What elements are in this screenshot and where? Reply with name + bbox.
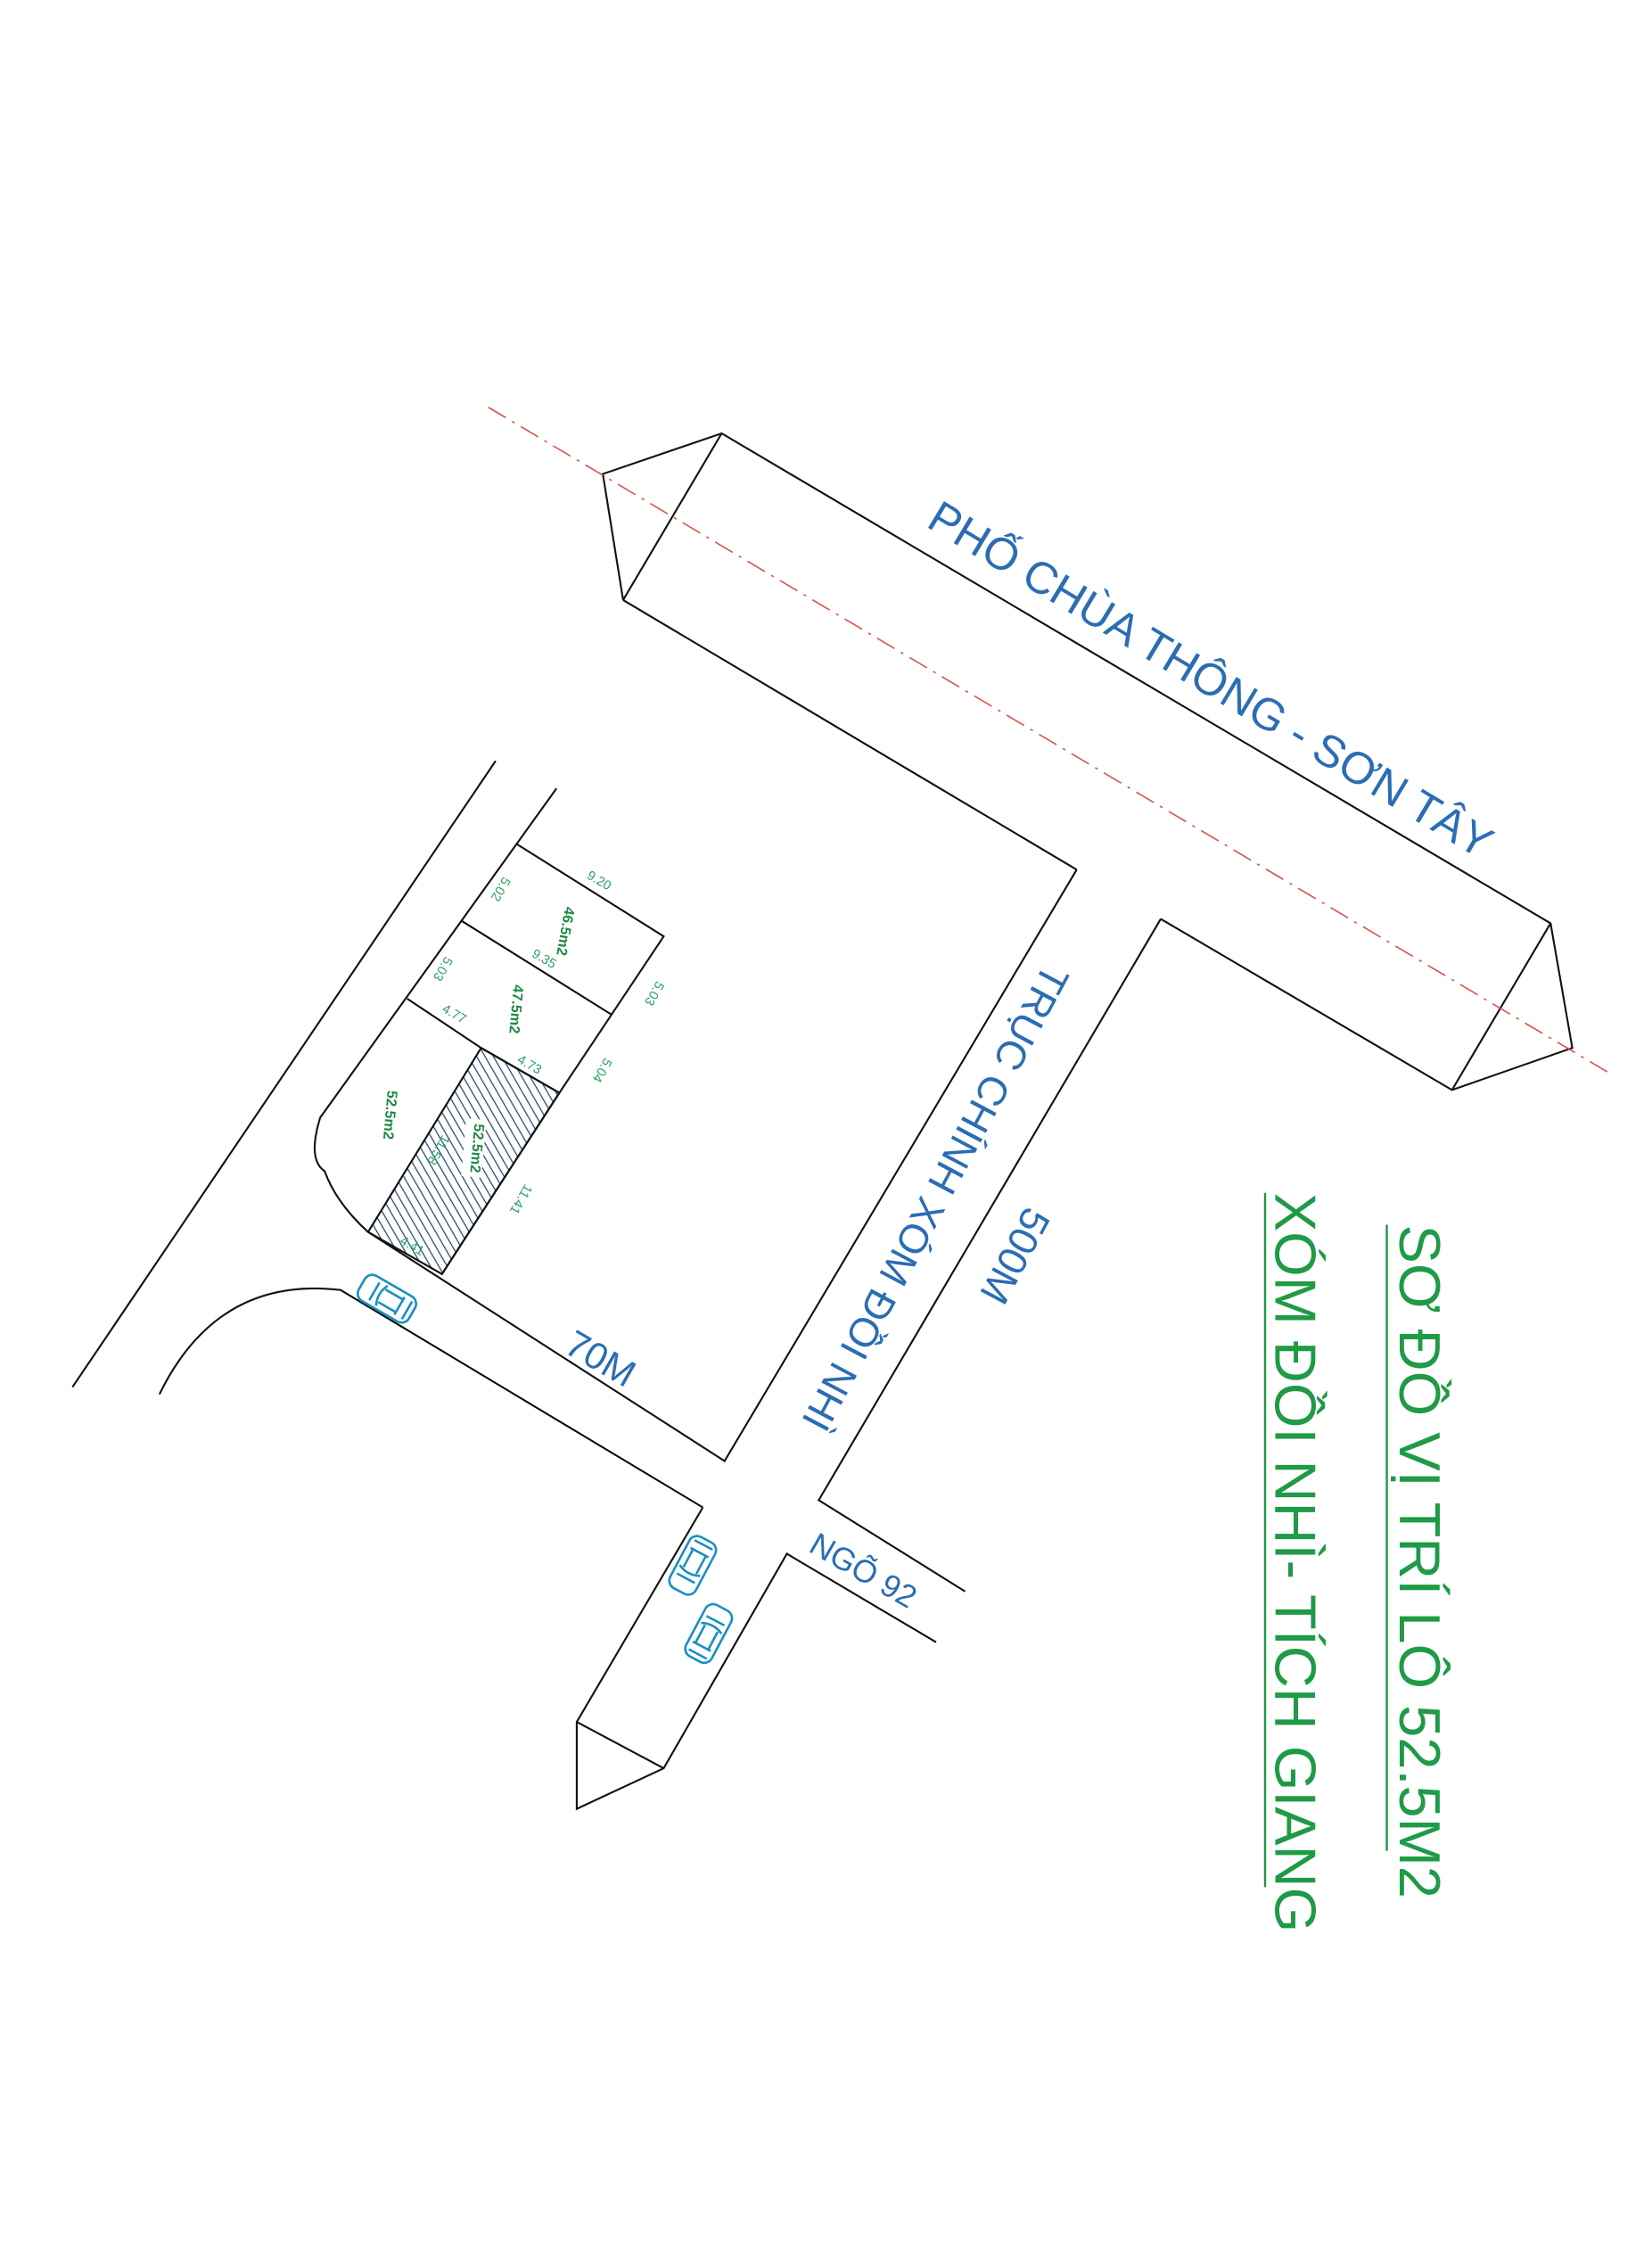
lots xyxy=(313,787,665,1276)
target-right-dim: 11.41 xyxy=(506,1181,535,1216)
lane-distance-label: 70M xyxy=(558,1322,643,1395)
target-lot-area: 52.5m2 xyxy=(467,1124,488,1173)
main-road-label: PHỐ CHÙA THÔNG - SƠN TÂY xyxy=(920,490,1502,868)
lot2-right-dim: 5.04 xyxy=(589,1056,614,1085)
map-subtitle: XÓM ĐỒI NHÌ- TÍCH GIANG xyxy=(1262,1193,1327,1932)
lot1-right-dim: 5.03 xyxy=(641,979,666,1009)
lot1-area: 46.5m2 xyxy=(553,906,577,957)
corner-lot-area: 52.5m2 xyxy=(380,1090,400,1140)
lot2-area: 47.5m2 xyxy=(505,984,526,1034)
alley-label: NGÕ 92 xyxy=(803,1526,923,1615)
road-centerline xyxy=(488,407,1609,1074)
map-title: SƠ ĐỒ VỊ TRÍ LÔ 52.5M2 xyxy=(1387,1225,1452,1898)
car-icon xyxy=(665,1531,720,1600)
trunk-road xyxy=(71,760,1162,1811)
trunk-road-label: TRỤC CHÍNH XÓM ĐỒI NHÌ xyxy=(793,958,1079,1439)
main-road xyxy=(488,407,1609,1091)
